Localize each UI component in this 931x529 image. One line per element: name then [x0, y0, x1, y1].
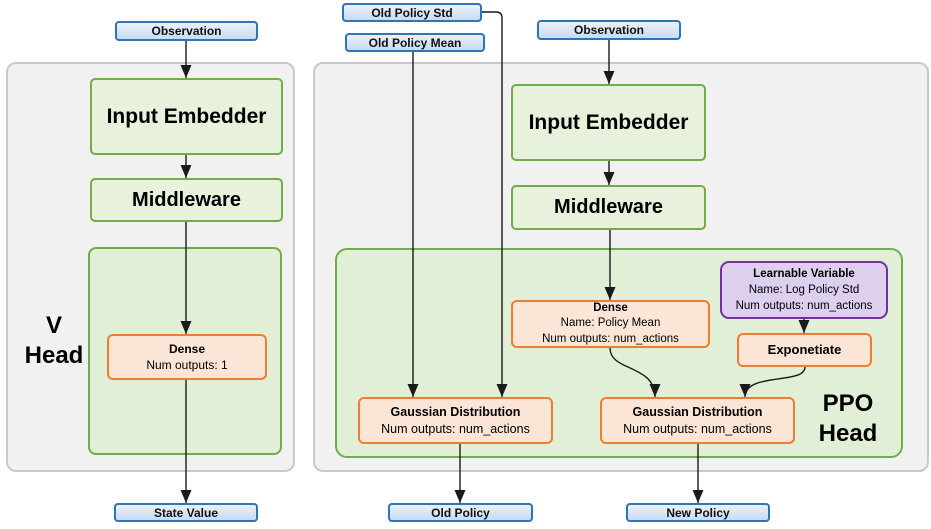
- state-value-node: State Value: [114, 503, 258, 522]
- dense-node-v: Dense Num outputs: 1: [107, 334, 267, 380]
- state-value-label: State Value: [153, 505, 219, 520]
- dense-title: Dense: [593, 301, 628, 314]
- dense-name: Name: Policy Mean: [560, 317, 661, 330]
- learnable-name: Name: Log Policy Std: [748, 283, 860, 296]
- gaussian-title: Gaussian Distribution: [632, 404, 763, 419]
- input-embedder-label: Input Embedder: [106, 104, 267, 128]
- gaussian-title: Gaussian Distribution: [390, 404, 521, 419]
- gaussian-distribution-old-node: Gaussian Distribution Num outputs: num_a…: [358, 397, 553, 444]
- old-policy-mean-label: Old Policy Mean: [368, 35, 462, 50]
- policy-mean-dense-node: Dense Name: Policy Mean Num outputs: num…: [511, 300, 710, 348]
- middleware-node-ppo: Middleware: [511, 185, 706, 230]
- learnable-title: Learnable Variable: [753, 267, 855, 280]
- dense-outputs: Num outputs: num_actions: [542, 332, 679, 345]
- old-policy-output-node: Old Policy: [388, 503, 533, 522]
- middleware-node-v: Middleware: [90, 178, 283, 222]
- learnable-outputs: Num outputs: num_actions: [735, 300, 873, 313]
- v-head-label-line2: Head: [24, 342, 84, 369]
- old-policy-std-node: Old Policy Std: [342, 3, 482, 22]
- v-head-label-line1: V: [45, 312, 62, 339]
- exponetiate-node: Exponetiate: [737, 333, 872, 367]
- gaussian-outputs: Num outputs: num_actions: [381, 421, 530, 436]
- observation-node-v: Observation: [115, 21, 258, 41]
- v-head-label: V Head: [10, 311, 98, 371]
- input-embedder-node-v: Input Embedder: [90, 78, 283, 155]
- gaussian-distribution-new-node: Gaussian Distribution Num outputs: num_a…: [600, 397, 795, 444]
- old-policy-std-label: Old Policy Std: [371, 5, 453, 20]
- dense-title: Dense: [168, 341, 206, 356]
- observation-label: Observation: [573, 23, 645, 37]
- ppo-head-label-line2: Head: [818, 420, 878, 447]
- observation-label: Observation: [151, 24, 222, 38]
- learnable-variable-node: Learnable Variable Name: Log Policy Std …: [720, 261, 888, 319]
- old-policy-label: Old Policy: [431, 505, 490, 520]
- dense-outputs: Num outputs: 1: [146, 358, 228, 372]
- middleware-label: Middleware: [554, 196, 663, 218]
- middleware-label: Middleware: [132, 188, 241, 211]
- ppo-head-label: PPO Head: [798, 389, 898, 449]
- observation-node-ppo: Observation: [537, 20, 681, 40]
- input-embedder-label: Input Embedder: [528, 110, 689, 134]
- exponetiate-label: Exponetiate: [767, 342, 842, 358]
- new-policy-label: New Policy: [666, 505, 730, 520]
- gaussian-outputs: Num outputs: num_actions: [623, 421, 772, 436]
- new-policy-output-node: New Policy: [626, 503, 770, 522]
- ppo-head-label-line1: PPO: [822, 390, 874, 417]
- old-policy-mean-node: Old Policy Mean: [345, 33, 485, 52]
- input-embedder-node-ppo: Input Embedder: [511, 84, 706, 161]
